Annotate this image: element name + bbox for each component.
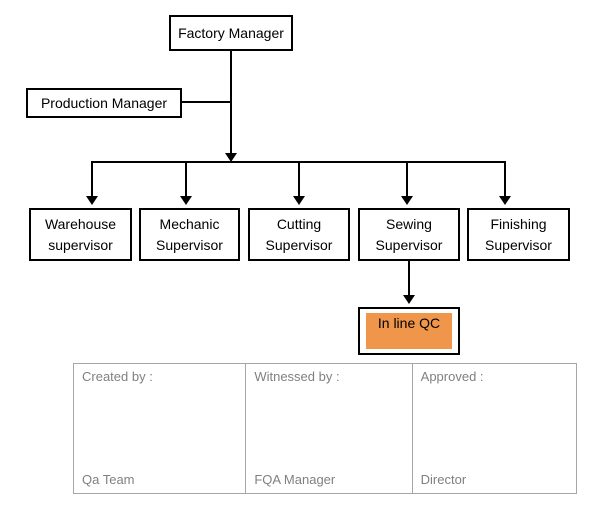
node-factory-manager-label: Factory Manager	[178, 24, 284, 41]
signoff-cell-approved: Approved : Director	[411, 364, 576, 493]
connector-factory-vertical	[230, 51, 232, 155]
drop-line-cutting	[298, 162, 300, 197]
signoff-cell-witnessed-by: Witnessed by : FQA Manager	[245, 364, 411, 493]
drop-line-sewing	[406, 162, 408, 197]
drop-line-finishing	[504, 162, 506, 197]
arrow-cutting	[293, 196, 305, 205]
node-mechanic-supervisor-label-line2: Supervisor	[156, 236, 223, 253]
node-cutting-supervisor-label-line1: Cutting	[276, 215, 322, 232]
connector-production-horizontal	[182, 101, 232, 103]
arrow-finishing	[499, 196, 511, 205]
arrow-factory-to-branch	[225, 153, 237, 162]
node-finishing-supervisor-label-line2: Supervisor	[485, 236, 552, 253]
connector-sewing-to-qc	[408, 261, 410, 296]
node-finishing-supervisor-label-line1: Finishing	[490, 215, 547, 232]
drop-line-mechanic	[185, 162, 187, 197]
signoff-header-approved: Approved :	[420, 369, 484, 384]
signoff-footer-qa-team: Qa Team	[82, 472, 135, 487]
node-finishing-supervisor: Finishing Supervisor	[467, 208, 570, 261]
node-cutting-supervisor-label-line2: Supervisor	[265, 236, 333, 253]
arrow-warehouse	[86, 196, 98, 205]
node-sewing-supervisor-label-line2: Supervisor	[375, 236, 443, 253]
node-inline-qc: In line QC	[358, 307, 460, 355]
signoff-header-witnessed-by: Witnessed by :	[254, 369, 340, 384]
node-production-manager-label: Production Manager	[40, 94, 168, 111]
node-production-manager: Production Manager	[26, 88, 182, 118]
signoff-footer-fqa-manager: FQA Manager	[254, 472, 336, 487]
node-warehouse-supervisor-label-line1: Warehouse	[44, 215, 117, 232]
node-inline-qc-label: In line QC	[377, 315, 441, 331]
node-sewing-supervisor-label-line1: Sewing	[386, 215, 432, 232]
node-mechanic-supervisor-label-line1: Mechanic	[159, 215, 220, 232]
inline-qc-fill: In line QC	[366, 313, 452, 349]
drop-line-warehouse	[91, 162, 93, 197]
node-warehouse-supervisor: Warehouse supervisor	[29, 208, 132, 261]
signoff-header-created-by: Created by :	[82, 369, 153, 384]
signoff-footer-director: Director	[420, 472, 467, 487]
node-cutting-supervisor: Cutting Supervisor	[248, 208, 350, 261]
arrow-mechanic	[180, 196, 192, 205]
arrow-sewing-to-qc	[403, 295, 415, 304]
arrow-sewing	[401, 196, 413, 205]
node-warehouse-supervisor-label-line2: supervisor	[48, 236, 113, 253]
signoff-cell-created-by: Created by : Qa Team	[74, 364, 245, 493]
node-factory-manager: Factory Manager	[169, 15, 293, 51]
node-sewing-supervisor: Sewing Supervisor	[358, 208, 460, 261]
signoff-table: Created by : Qa Team Witnessed by : FQA …	[73, 363, 577, 494]
node-mechanic-supervisor: Mechanic Supervisor	[139, 208, 240, 261]
